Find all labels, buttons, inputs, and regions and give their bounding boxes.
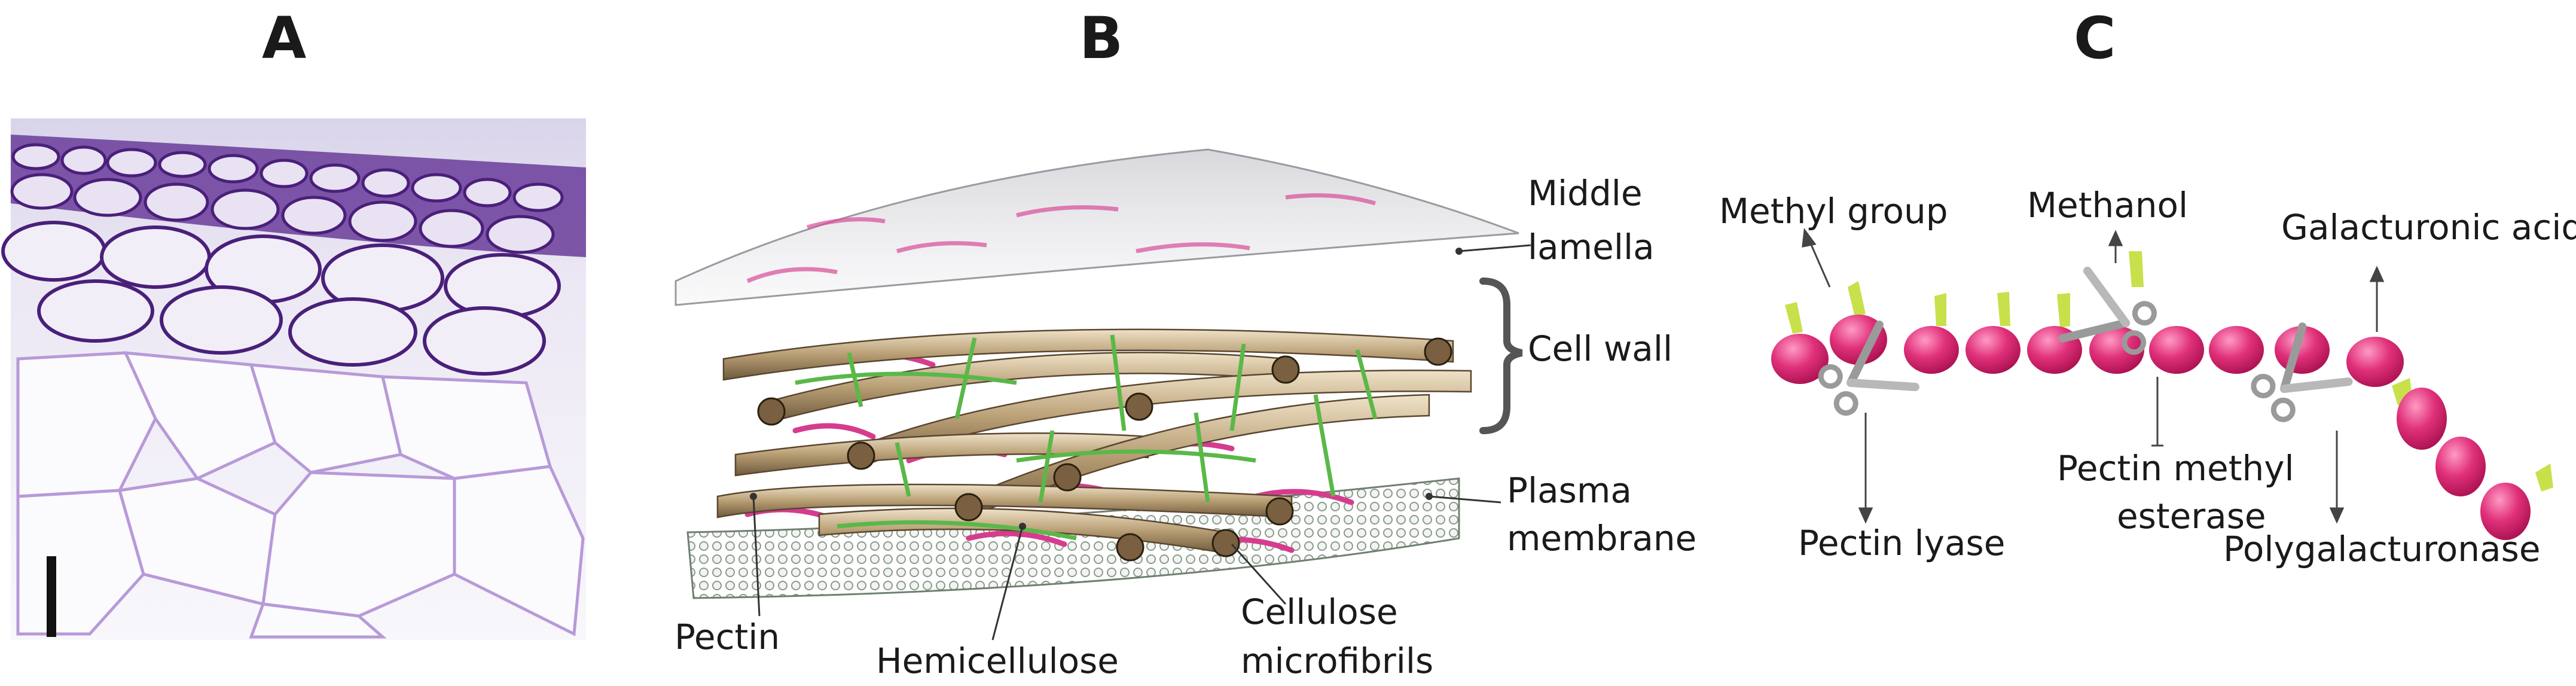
middle-lamella-sheet [674, 148, 1519, 306]
collenchyma-cells [1, 221, 561, 376]
label-middle-lamella-2: lamella [1528, 227, 1655, 267]
label-pectin-methyl-esterase-2: esterase [2117, 496, 2266, 536]
chain-bead [2149, 326, 2204, 374]
label-pectin-methyl-esterase-1: Pectin methyl [2057, 448, 2294, 489]
chain-bead [2209, 326, 2264, 374]
panel-b-leader-lines [752, 244, 1531, 641]
cellulose-microfibrils [716, 328, 1472, 554]
label-plasma-membrane-1: Plasma [1507, 470, 1632, 511]
chain-bead [1965, 326, 2020, 374]
label-middle-lamella-1: Middle [1528, 173, 1643, 214]
label-cellulose-2: microfibrils [1241, 641, 1434, 681]
cell-wall-brace [1479, 278, 1523, 434]
chain-bead [2397, 388, 2447, 450]
label-galacturonic-acid: Galacturonic acid [2281, 207, 2576, 248]
label-methyl-group: Methyl group [1719, 191, 1948, 231]
panel-b-leader-dots [750, 248, 1463, 530]
label-hemicellulose: Hemicellulose [876, 641, 1119, 681]
chain-bead [2435, 437, 2486, 496]
chain-bead [1771, 334, 1829, 384]
label-pectin: Pectin [674, 617, 780, 657]
label-cellulose-1: Cellulose [1241, 592, 1398, 632]
chain-bead [2089, 326, 2144, 374]
panel-letter-a: A [262, 5, 307, 72]
hemicellulose-crosslinks [795, 334, 1378, 541]
chain-bead [1830, 315, 1887, 365]
chain-bead [2346, 337, 2404, 387]
scale-bar [47, 556, 56, 637]
panel-letter-c: C [2074, 5, 2116, 72]
label-pectin-lyase: Pectin lyase [1798, 523, 2006, 563]
fibril-end-caps [757, 337, 1452, 562]
label-methanol: Methanol [2027, 185, 2189, 225]
panel-letter-b: B [1079, 5, 1124, 72]
chain-bead [2480, 483, 2531, 540]
label-polygalacturonase: Polygalacturonase [2223, 529, 2541, 569]
chain-bead [1904, 326, 1959, 374]
label-plasma-membrane-2: membrane [1507, 518, 1697, 559]
label-cell-wall: Cell wall [1528, 328, 1673, 369]
epidermis-cells [10, 143, 564, 254]
panel-c-arrows [1802, 228, 2385, 524]
lamella-pectin-strands [746, 193, 1376, 283]
